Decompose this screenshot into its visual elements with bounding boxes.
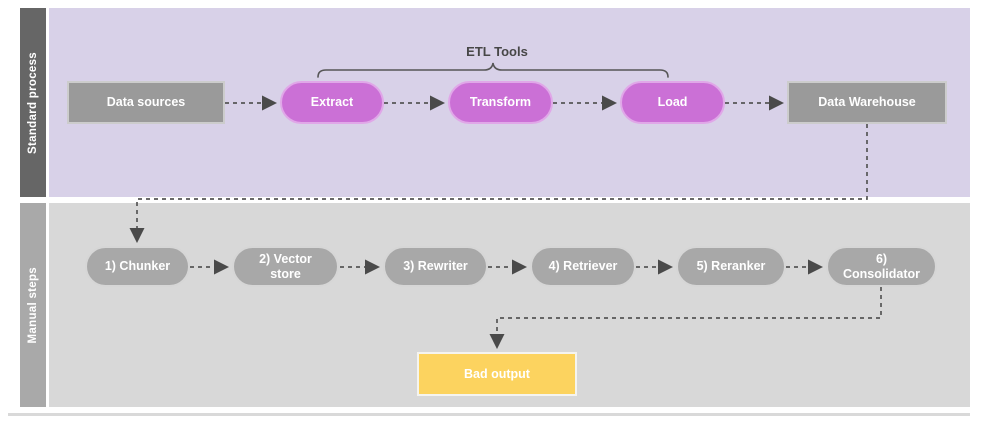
- node-chunker-label: 1) Chunker: [104, 259, 171, 273]
- node-retriever-label: 4) Retriever: [548, 259, 618, 273]
- etl-tools-annotation: ETL Tools: [466, 44, 528, 59]
- node-reranker: 5) Reranker: [676, 246, 786, 287]
- node-load: Load: [620, 81, 725, 124]
- node-transform: Transform: [448, 81, 553, 124]
- lane-manual-steps-label: Manual steps: [27, 266, 39, 344]
- node-consolidator: 6) Consolidator: [826, 246, 937, 287]
- lane-manual-steps-bar: Manual steps: [20, 203, 46, 407]
- lane-standard-process-label: Standard process: [27, 51, 39, 154]
- node-data-sources-label: Data sources: [106, 95, 186, 109]
- node-load-label: Load: [657, 95, 688, 109]
- node-vector-store: 2) Vector store: [232, 246, 339, 287]
- node-chunker: 1) Chunker: [85, 246, 190, 287]
- node-extract: Extract: [280, 81, 384, 124]
- node-transform-label: Transform: [469, 95, 532, 109]
- node-vector-store-label: 2) Vector store: [259, 251, 312, 281]
- node-consolidator-label: 6) Consolidator: [842, 251, 921, 281]
- node-retriever: 4) Retriever: [530, 246, 636, 287]
- node-data-warehouse: Data Warehouse: [787, 81, 947, 124]
- page-divider: [8, 413, 970, 416]
- node-rewriter-label: 3) Rewriter: [403, 259, 468, 273]
- node-rewriter: 3) Rewriter: [383, 246, 488, 287]
- node-data-warehouse-label: Data Warehouse: [818, 95, 916, 109]
- node-reranker-label: 5) Reranker: [696, 259, 766, 273]
- lane-standard-process-bar: Standard process: [20, 8, 46, 197]
- node-extract-label: Extract: [310, 95, 354, 109]
- node-bad-output-label: Bad output: [464, 366, 530, 381]
- node-bad-output: Bad output: [417, 352, 577, 396]
- node-data-sources: Data sources: [67, 81, 225, 124]
